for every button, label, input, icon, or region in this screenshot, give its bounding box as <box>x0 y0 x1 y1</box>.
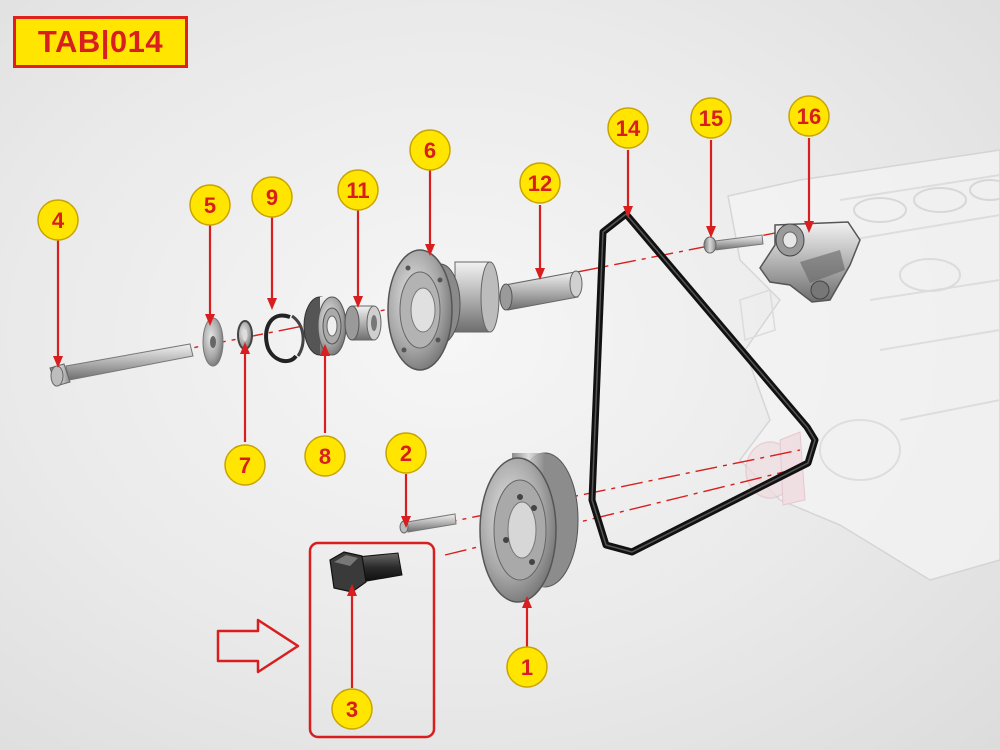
long-bolt <box>49 343 194 387</box>
callout-16: 16 <box>788 95 830 137</box>
callout-7-label: 7 <box>239 453 251 478</box>
tab-label: TAB|014 <box>13 16 188 68</box>
callout-8: 8 <box>304 435 346 477</box>
callout-7: 7 <box>224 444 266 486</box>
idler-pulley <box>387 249 500 371</box>
pulley-bolt <box>329 551 403 593</box>
callout-11: 11 <box>337 169 379 211</box>
tensioner-screw <box>703 234 764 254</box>
bearing <box>303 296 347 356</box>
callout-11-label: 11 <box>346 178 369 203</box>
callout-6-label: 6 <box>424 138 436 163</box>
callout-1: 1 <box>506 646 548 688</box>
callout-14: 14 <box>607 107 649 149</box>
callout-5: 5 <box>189 184 231 226</box>
callout-16-label: 16 <box>797 104 821 129</box>
crankshaft-pulley <box>479 452 579 603</box>
leader-lines <box>53 138 814 688</box>
belt-tensioner <box>759 221 861 303</box>
highlight-box <box>308 541 436 739</box>
idler-sleeve <box>499 270 583 311</box>
callout-15-label: 15 <box>699 106 723 131</box>
callout-2-label: 2 <box>400 441 412 466</box>
callout-14-label: 14 <box>616 116 641 141</box>
small-washer <box>237 320 253 350</box>
flat-washer <box>202 317 224 367</box>
callout-6: 6 <box>409 129 451 171</box>
callout-4-label: 4 <box>52 208 65 233</box>
engine-block <box>727 149 1000 581</box>
spacer-bushing <box>344 305 382 341</box>
callout-9-label: 9 <box>266 185 278 210</box>
callout-12: 12 <box>519 162 561 204</box>
callout-4: 4 <box>37 199 79 241</box>
callout-3: 3 <box>331 688 373 730</box>
short-bolt <box>399 513 457 534</box>
callout-3-label: 3 <box>346 697 358 722</box>
callout-9: 9 <box>251 176 293 218</box>
callout-12-label: 12 <box>528 171 552 196</box>
callout-5-label: 5 <box>204 193 216 218</box>
right-arrow-icon <box>216 618 300 674</box>
callout-15: 15 <box>690 97 732 139</box>
snap-ring <box>264 313 305 364</box>
callout-8-label: 8 <box>319 444 331 469</box>
callout-2: 2 <box>385 432 427 474</box>
callout-1-label: 1 <box>521 655 533 680</box>
